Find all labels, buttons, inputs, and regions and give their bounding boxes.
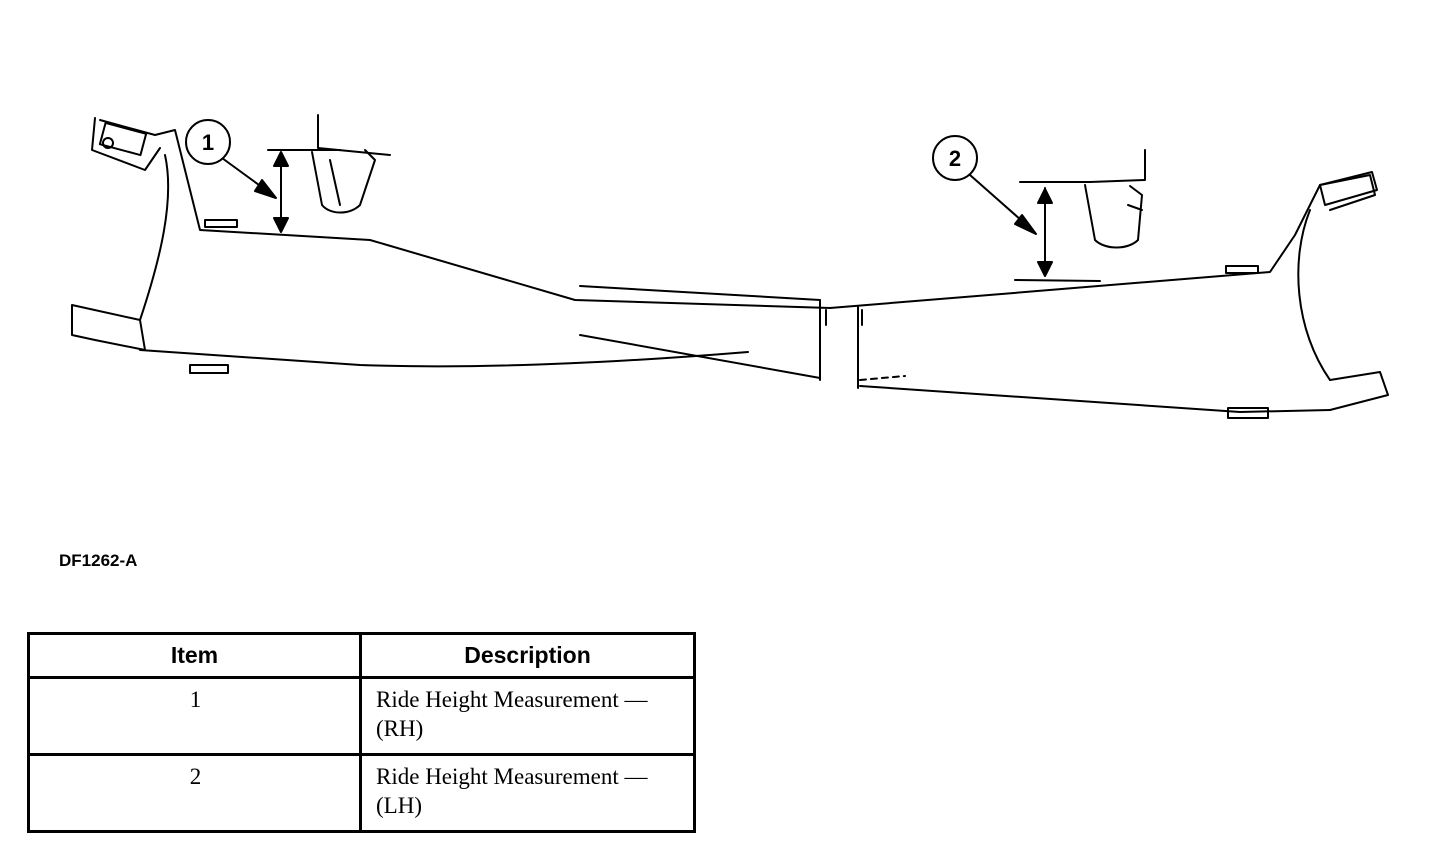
rh-measurement bbox=[221, 149, 341, 233]
right-axle-beam bbox=[829, 171, 1389, 419]
item-cell: 1 bbox=[27, 676, 362, 756]
lh-frame-bracket bbox=[1084, 149, 1146, 249]
rh-frame-bracket bbox=[311, 114, 391, 214]
callout-1-number: 1 bbox=[202, 130, 214, 155]
item-cell: 2 bbox=[27, 753, 362, 833]
legend-header-row: Item Description bbox=[27, 632, 696, 679]
callout-1: 1 bbox=[185, 119, 231, 165]
table-row: 2 Ride Height Measurement — (LH) bbox=[27, 753, 696, 833]
callout-2-number: 2 bbox=[949, 146, 961, 171]
left-axle-beam bbox=[71, 117, 831, 381]
description-cell: Ride Height Measurement — (LH) bbox=[359, 753, 696, 833]
axle-diagram: 1 2 bbox=[71, 114, 1389, 419]
header-item: Item bbox=[27, 632, 362, 679]
callout-2: 2 bbox=[932, 135, 978, 181]
header-description: Description bbox=[359, 632, 696, 679]
figure-id: DF1262-A bbox=[59, 551, 138, 570]
legend-table: Item Description 1 Ride Height Measureme… bbox=[27, 632, 696, 833]
table-row: 1 Ride Height Measurement — (RH) bbox=[27, 676, 696, 756]
lh-measurement bbox=[969, 174, 1101, 282]
description-cell: Ride Height Measurement — (RH) bbox=[359, 676, 696, 756]
